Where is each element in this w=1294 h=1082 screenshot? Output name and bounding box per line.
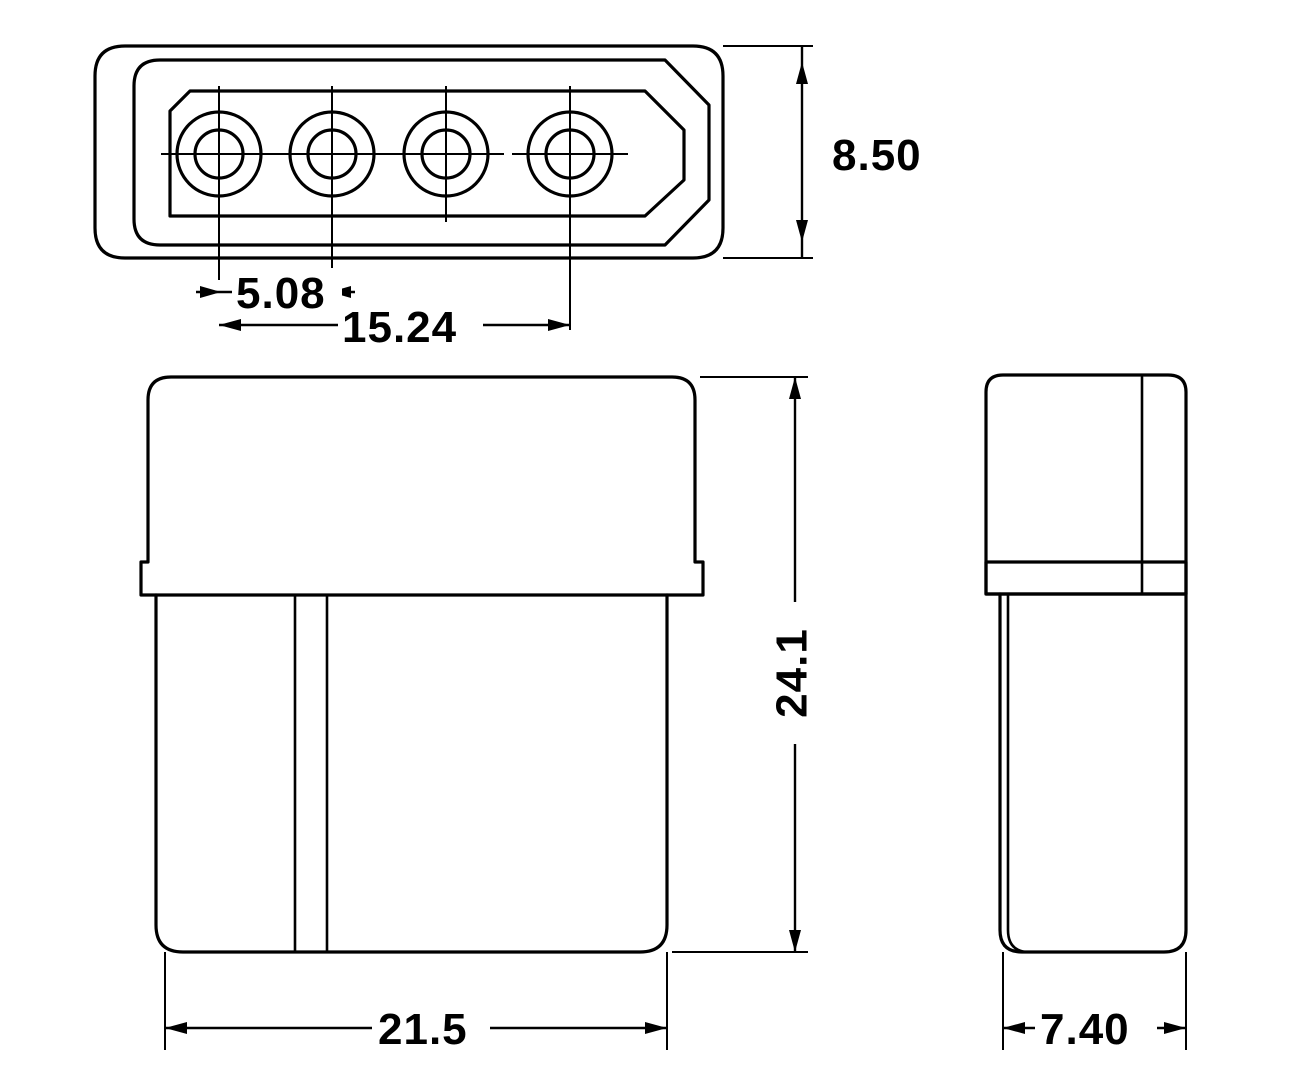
dim-text-215-backdrop (372, 1002, 490, 1052)
arrow-508-left (200, 286, 221, 298)
arrow-1524-left (219, 319, 241, 331)
side-view-barrel-body (998, 592, 1188, 954)
hole-1 (161, 86, 277, 280)
arrow-850-bottom (796, 220, 808, 242)
top-view-outer-shell (93, 44, 725, 260)
front-view (139, 375, 705, 954)
dimension-7-40: 7.40 (1002, 952, 1187, 1054)
dimension-15-24: 15.24 (219, 300, 570, 352)
arrow-215-left (165, 1022, 187, 1034)
dim-text-15-24: 15.24 (342, 303, 457, 352)
dim-text-740-backdrop (1035, 1002, 1157, 1052)
front-view-cap-body (139, 375, 705, 597)
dim-text-7-40: 7.40 (1040, 1005, 1130, 1054)
front-view-skirt-body (154, 593, 669, 954)
dimension-24-1: 24.1 (672, 376, 820, 953)
dim-text-1524-backdrop (338, 300, 483, 350)
arrow-241-bottom (789, 930, 801, 952)
dimension-5-08: 5.08 (196, 268, 355, 318)
arrow-215-right (645, 1022, 667, 1034)
arrow-1524-right (548, 319, 570, 331)
dim-text-21-5: 21.5 (378, 1005, 468, 1054)
arrow-740-right (1164, 1022, 1186, 1034)
side-view-flange-band (984, 560, 1188, 596)
dim-text-241-backdrop (772, 602, 820, 744)
hole-2 (274, 86, 390, 280)
arrow-740-left (1003, 1022, 1025, 1034)
dim-text-508-backdrop (232, 268, 342, 316)
top-view-mid-outline (132, 58, 711, 247)
side-view-inner-edge-line (1006, 592, 1028, 954)
top-view-inner-cavity (168, 89, 686, 218)
side-view (984, 373, 1188, 954)
dim-text-24-1: 24.1 (768, 628, 817, 718)
arrow-850-top (796, 62, 808, 84)
side-view-cap-block (984, 373, 1188, 596)
hole-4 (512, 86, 628, 330)
top-view (93, 44, 725, 330)
arrow-241-top (789, 377, 801, 399)
hole-3 (388, 86, 504, 222)
dimension-8-50: 8.50 (723, 45, 922, 259)
dim-text-8-50: 8.50 (832, 131, 922, 180)
dim-text-5-08: 5.08 (236, 269, 326, 318)
dimension-21-5: 21.5 (164, 952, 668, 1054)
